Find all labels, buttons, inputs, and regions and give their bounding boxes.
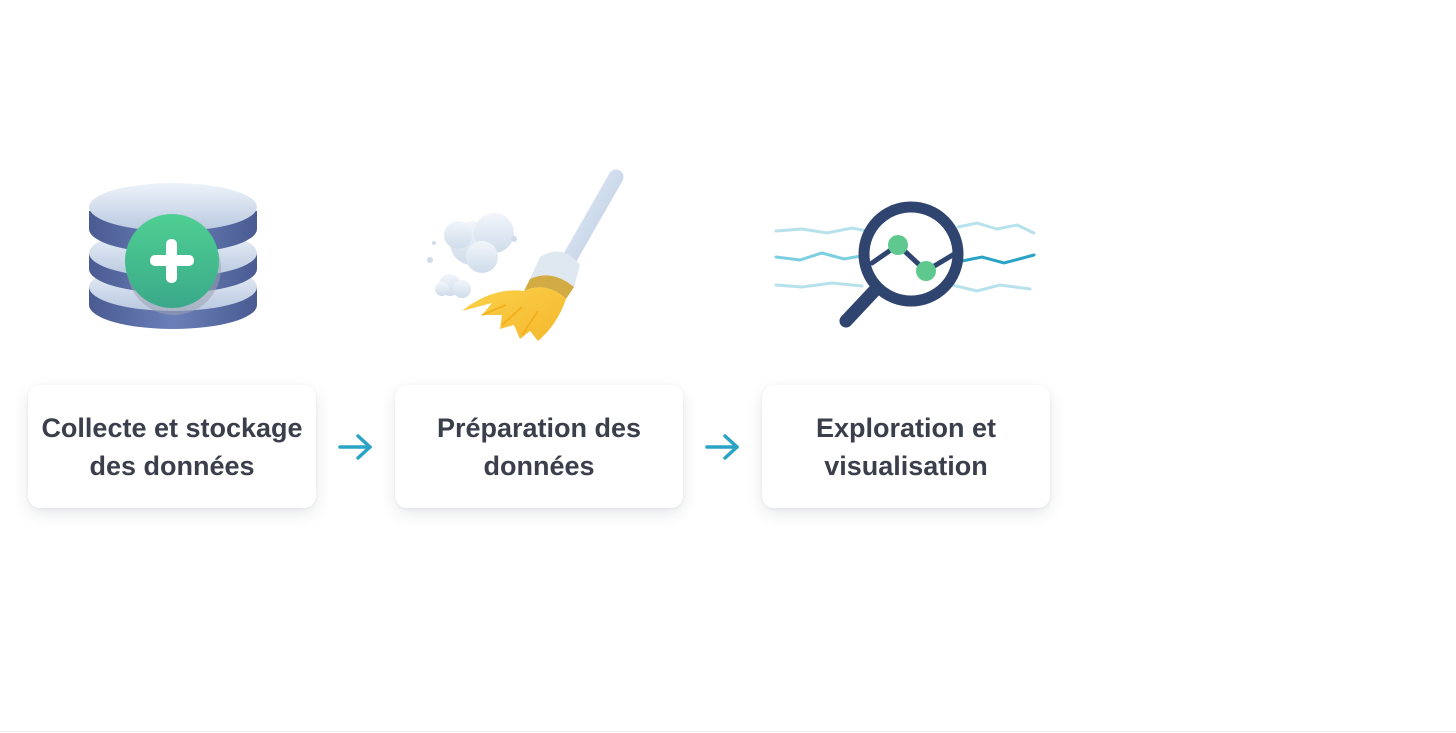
step-label-line1: Préparation des bbox=[436, 412, 642, 443]
step-label-line2: données bbox=[483, 450, 595, 481]
arrow-right-icon bbox=[338, 434, 372, 460]
magnifier-chart-icon bbox=[774, 201, 1036, 328]
step-label-line2: visualisation bbox=[824, 450, 988, 481]
step-preparation: Préparation des données bbox=[395, 385, 683, 508]
step-exploration: Exploration et visualisation bbox=[762, 385, 1050, 508]
step-label-line1: Collecte et stockage bbox=[41, 412, 303, 443]
step-collecte: Collecte et stockage des données bbox=[28, 385, 316, 508]
bottom-divider bbox=[0, 731, 1456, 732]
step-label: Exploration et visualisation bbox=[772, 409, 1040, 485]
step-label: Préparation des données bbox=[405, 409, 673, 485]
step-label-line2: des données bbox=[89, 450, 255, 481]
step-label: Collecte et stockage des données bbox=[38, 409, 306, 485]
database-plus-icon bbox=[89, 183, 257, 329]
arrow-right-icon bbox=[705, 434, 739, 460]
step-label-line1: Exploration et bbox=[815, 412, 997, 443]
broom-icon bbox=[427, 169, 624, 341]
